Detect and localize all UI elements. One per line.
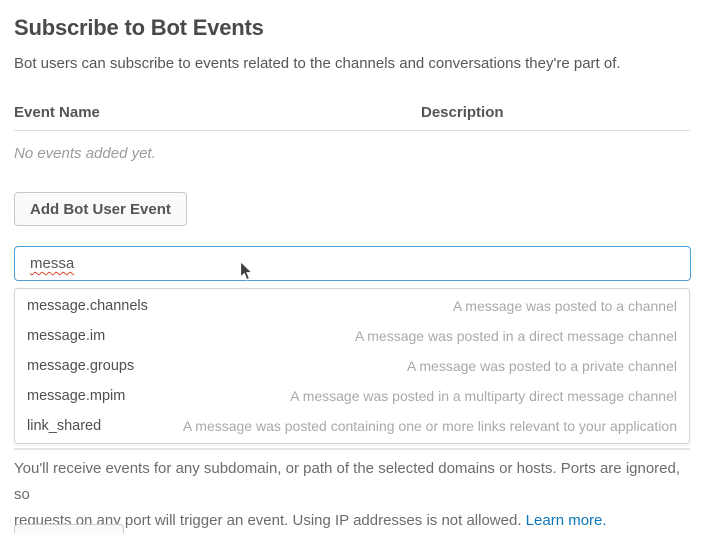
suggestion-name: message.channels — [27, 298, 148, 314]
footer-note: You'll receive events for any subdomain,… — [14, 456, 686, 533]
suggestion-item-link-shared[interactable]: link_shared A message was posted contain… — [15, 411, 689, 441]
suggestion-name: message.im — [27, 328, 106, 344]
table-header-divider — [14, 130, 690, 131]
footer-note-line-2: requests on any port will trigger an eve… — [14, 512, 522, 529]
suggestion-description: A message was posted containing one or m… — [182, 418, 677, 434]
suggestion-item-message-mpim[interactable]: message.mpim A message was posted in a m… — [15, 381, 689, 411]
page-subtitle: Bot users can subscribe to events relate… — [14, 55, 621, 72]
empty-state-text: No events added yet. — [14, 145, 156, 162]
suggestion-name: link_shared — [27, 418, 102, 434]
suggestion-name: message.mpim — [27, 388, 126, 404]
event-search-value: messa — [30, 255, 75, 272]
suggestion-description: A message was posted in a direct message… — [354, 328, 677, 344]
learn-more-link[interactable]: Learn more. — [525, 512, 607, 529]
suggestion-item-message-im[interactable]: message.im A message was posted in a dir… — [15, 321, 689, 351]
add-bot-user-event-button[interactable]: Add Bot User Event — [14, 192, 187, 226]
suggestion-description: A message was posted to a channel — [452, 298, 677, 314]
suggestion-item-message-groups[interactable]: message.groups A message was posted to a… — [15, 351, 689, 381]
suggestion-description: A message was posted to a private channe… — [406, 358, 677, 374]
events-table-header: Event Name Description — [14, 104, 690, 121]
column-header-event-name: Event Name — [14, 104, 100, 121]
suggestion-description: A message was posted in a multiparty dir… — [290, 388, 677, 404]
section-divider — [14, 448, 690, 450]
partial-button-cutoff[interactable] — [14, 524, 124, 533]
event-search-input[interactable]: messa — [14, 246, 691, 281]
column-header-description: Description — [421, 104, 504, 121]
footer-note-line-1: You'll receive events for any subdomain,… — [14, 460, 681, 503]
page-title: Subscribe to Bot Events — [14, 15, 264, 40]
suggestion-name: message.groups — [27, 358, 135, 374]
suggestion-item-message-channels[interactable]: message.channels A message was posted to… — [15, 291, 689, 321]
event-suggestions-dropdown: message.channels A message was posted to… — [14, 288, 690, 444]
